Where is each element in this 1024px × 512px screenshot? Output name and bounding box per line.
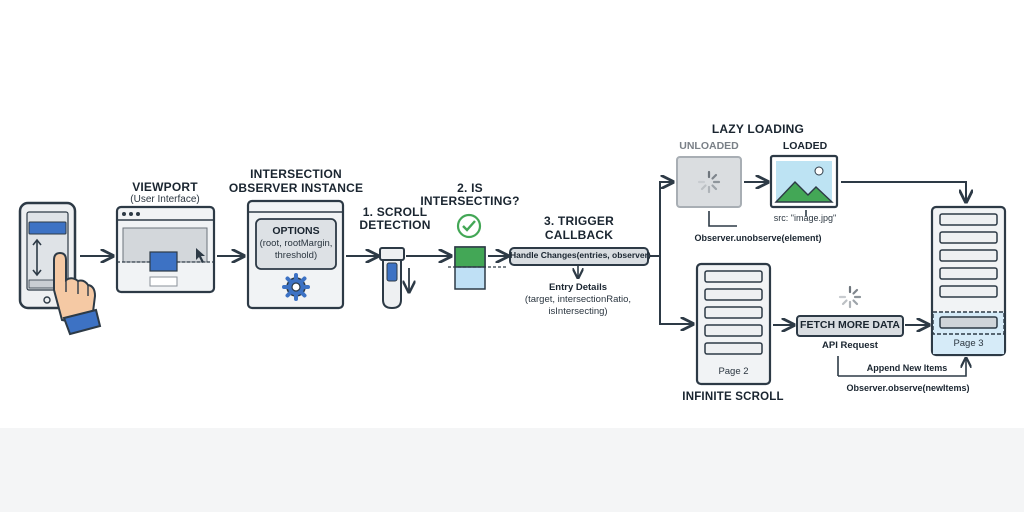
entry-details-line2: isIntersecting) <box>548 306 608 317</box>
image-icon <box>769 154 839 209</box>
infinite-scroll-title: INFINITE SCROLL <box>682 391 784 403</box>
fetch-box <box>796 315 904 337</box>
spinner-icon <box>697 170 721 194</box>
callback-handler: Handle Changes(entries, observer) <box>510 250 651 260</box>
scroll-title-line2: DETECTION <box>359 218 431 232</box>
options-line2: threshold) <box>274 250 318 261</box>
viewport-title: VIEWPORT <box>132 180 198 194</box>
scroll-title-line1: 1. SCROLL <box>362 205 428 219</box>
page2-label: Page 2 <box>718 366 749 377</box>
viewport-subtitle: (User Interface) <box>130 194 200 205</box>
observer-title-line2: OBSERVER INSTANCE <box>228 181 364 195</box>
page3-list <box>930 205 1007 357</box>
append-items-label: Append New Items <box>866 363 948 373</box>
unloaded-image <box>676 156 742 208</box>
callback-title-line2: CALLBACK <box>544 228 614 242</box>
image-src-label: src: "image.jpg" <box>773 213 837 223</box>
callback-title-line1: 3. TRIGGER <box>543 214 614 228</box>
intersection-box <box>448 246 508 290</box>
unloaded-label: UNLOADED <box>679 140 739 152</box>
entry-details-title: Entry Details <box>548 282 608 293</box>
lazy-loading-title: LAZY LOADING <box>711 122 805 136</box>
cursor-icon <box>196 248 205 263</box>
scroll-detection-icon <box>379 247 405 310</box>
intersecting-title-line1: 2. IS <box>457 181 483 195</box>
observe-label: Observer.observe(newItems) <box>846 383 970 393</box>
hand-icon <box>53 251 102 336</box>
unobserve-label: Observer.unobserve(element) <box>694 233 822 243</box>
observer-instance-box <box>246 199 345 310</box>
intersecting-title-line2: INTERSECTING? <box>420 194 520 208</box>
api-request-label: API Request <box>822 340 878 351</box>
fetch-more-data-label: FETCH MORE DATA <box>800 319 900 331</box>
page2-list <box>695 262 772 386</box>
callback-pill <box>509 247 649 266</box>
loaded-label: LOADED <box>782 140 828 152</box>
options-line1: (root, rootMargin, <box>259 238 333 249</box>
gear-icon <box>282 273 310 301</box>
check-icon <box>456 213 482 239</box>
observer-title-line1: INTERSECTION <box>250 167 342 181</box>
entry-details-line1: (target, intersectionRatio, <box>524 294 632 305</box>
viewport-window <box>115 205 216 294</box>
bottom-band <box>0 428 1024 512</box>
options-title: OPTIONS <box>272 225 320 237</box>
page3-label: Page 3 <box>953 338 984 349</box>
spinner-icon <box>838 285 862 309</box>
